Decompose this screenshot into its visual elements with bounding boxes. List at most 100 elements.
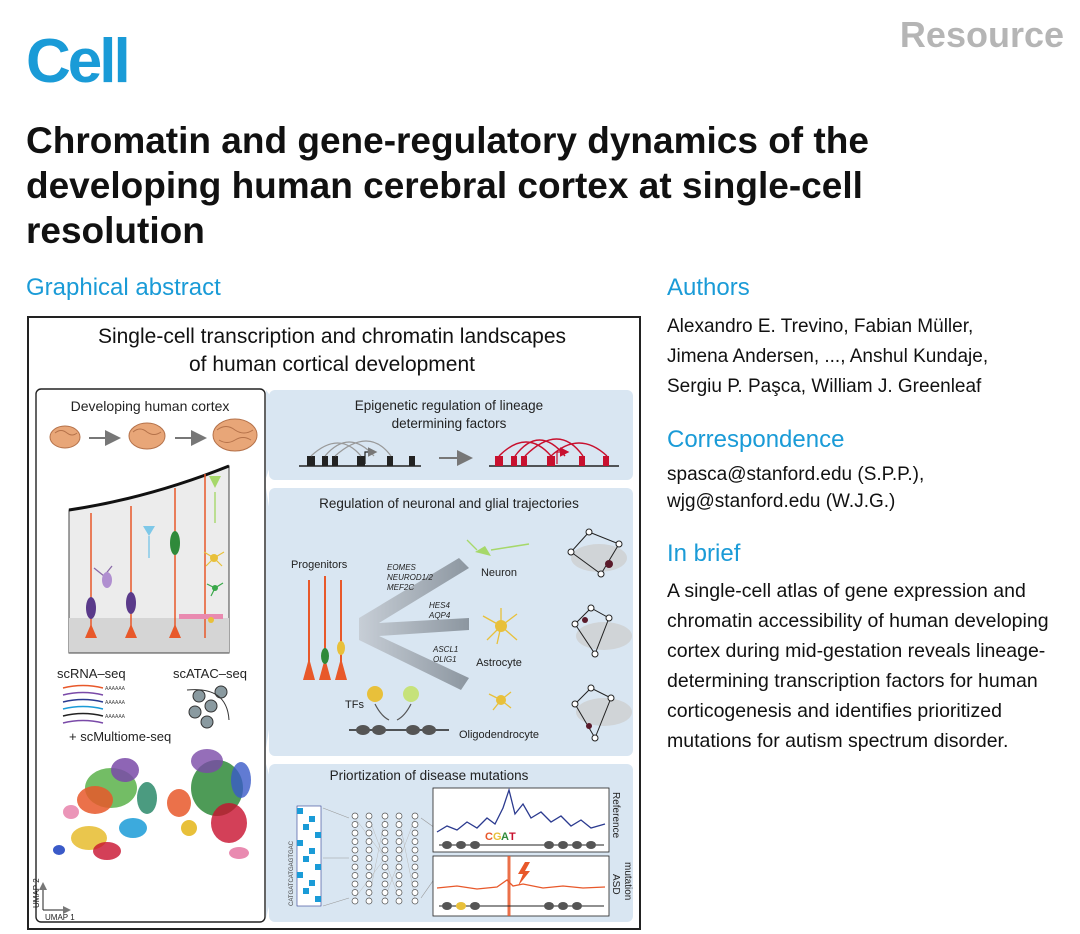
nn-node (381, 872, 389, 879)
nn-node (381, 855, 389, 862)
nn-node (351, 872, 359, 879)
nn-node (365, 821, 373, 828)
left-panel-heading: Developing human cortex (71, 398, 230, 414)
author-line: Alexandro E. Trevino, Fabian Müller, (667, 316, 974, 337)
brain-icon-small (49, 425, 81, 449)
polya-label: AAAAAA (105, 686, 126, 692)
rna-transcripts-icon: AAAAAA AAAAAA AAAAAA (62, 684, 126, 724)
author-line: Jimena Andersen, ..., Anshul Kundaje, (667, 346, 989, 367)
nn-node (351, 897, 359, 905)
asd-label-line1: ASD (610, 874, 621, 895)
nn-node (351, 838, 359, 845)
motif-logo: G (493, 831, 502, 843)
panel-epigenetic-regulation: Epigenetic regulation of lineage determi… (266, 390, 633, 480)
author-line: Sergiu P. Paşca, William J. Greenleaf (667, 376, 982, 397)
nn-node (411, 812, 419, 820)
nn-node (411, 838, 419, 845)
nn-node (381, 897, 389, 905)
progenitors-label: Progenitors (291, 559, 348, 571)
nn-node (351, 821, 359, 828)
nn-node (351, 880, 359, 888)
neuron-label: Neuron (481, 567, 517, 579)
one-hot-sequence-matrix: CATGATCATGAGTGAC (289, 805, 322, 907)
gene-label: OLIG1 (433, 655, 457, 664)
nn-node (365, 838, 373, 845)
chromatin-icon (186, 685, 230, 729)
reference-signal-track: C G A T (432, 787, 610, 853)
nn-node (395, 855, 403, 862)
nn-node (351, 846, 359, 854)
motif-logo: C (485, 831, 493, 843)
nn-node (365, 812, 373, 820)
nn-node (365, 863, 373, 871)
nn-node (351, 863, 359, 871)
nn-node (351, 812, 359, 820)
nn-node (411, 872, 419, 879)
authors-heading: Authors (667, 274, 750, 301)
umap-atac (167, 749, 251, 859)
graphical-abstract-heading: Graphical abstract (26, 274, 221, 301)
tf-circle (403, 686, 419, 702)
gene-label: AQP4 (428, 611, 451, 620)
panel2-title: Regulation of neuronal and glial traject… (319, 496, 579, 511)
astrocyte-label: Astrocyte (476, 657, 522, 669)
umap-y-label: UMAP 2 (32, 878, 41, 908)
nn-node (395, 872, 403, 879)
nn-node (395, 846, 403, 854)
nn-node (365, 880, 373, 888)
panel1-title-line2: determining factors (392, 416, 507, 431)
nn-node (381, 889, 389, 896)
nn-node (365, 872, 373, 879)
asd-mutation-track (432, 855, 610, 917)
figure-title-line1: Single-cell transcription and chromatin … (98, 325, 566, 348)
trajectory-graph-astrocyte (571, 604, 632, 658)
nn-node (381, 880, 389, 888)
nn-node (381, 846, 389, 854)
panel-disease-mutations: Priortization of disease mutations CATGA… (266, 764, 633, 922)
correspondence-heading: Correspondence (667, 426, 845, 453)
polya-label: AAAAAA (105, 714, 126, 720)
gene-label: NEUROD1/2 (387, 573, 433, 582)
nn-node (395, 863, 403, 871)
left-panel: Developing human cortex (32, 388, 266, 923)
nn-node (395, 812, 403, 820)
nn-node (395, 897, 403, 905)
trajectory-graph-neuron (567, 528, 627, 578)
nn-node (365, 897, 373, 905)
nn-node (351, 889, 359, 896)
panel3-title: Priortization of disease mutations (330, 768, 529, 783)
polya-label: AAAAAA (105, 700, 126, 706)
oligodendrocyte-label: Oligodendrocyte (459, 729, 539, 741)
in-brief-heading: In brief (667, 540, 741, 567)
nn-node (411, 889, 419, 896)
author-list: Alexandro E. Trevino, Fabian Müller, Jim… (667, 312, 1072, 402)
nn-node (411, 821, 419, 828)
umap-x-label: UMAP 1 (45, 913, 75, 922)
nn-node (351, 855, 359, 862)
nn-node (381, 838, 389, 845)
nn-node (365, 829, 373, 837)
nn-node (381, 812, 389, 820)
scatac-seq-label: scATAC–seq (173, 666, 247, 681)
gene-label: HES4 (429, 601, 450, 610)
nn-node (381, 863, 389, 871)
nucleosome-track (349, 725, 449, 735)
nn-node (395, 838, 403, 845)
umap-rna (53, 758, 157, 860)
mutation-bolt-icon (518, 862, 530, 886)
cortex-cross-section (68, 464, 230, 654)
sequence-label: CATGATCATGAGTGAC (289, 840, 295, 906)
email-link-wjg[interactable]: wjg@stanford.edu (W.J.G.) (667, 491, 896, 512)
nn-node (395, 821, 403, 828)
nn-node (365, 855, 373, 862)
nn-node (411, 897, 419, 905)
astrocyte-icon (482, 608, 518, 645)
nn-node (365, 889, 373, 896)
gene-label: MEF2C (387, 583, 414, 592)
multiome-label: + scMultiome-seq (69, 729, 171, 744)
gene-label: ASCL1 (432, 645, 458, 654)
scrna-seq-label: scRNA–seq (57, 666, 126, 681)
panel-trajectories: Regulation of neuronal and glial traject… (266, 488, 633, 756)
journal-logo: Cell (26, 27, 131, 96)
email-link-spasca[interactable]: spasca@stanford.edu (S.P.P.), (667, 464, 925, 485)
